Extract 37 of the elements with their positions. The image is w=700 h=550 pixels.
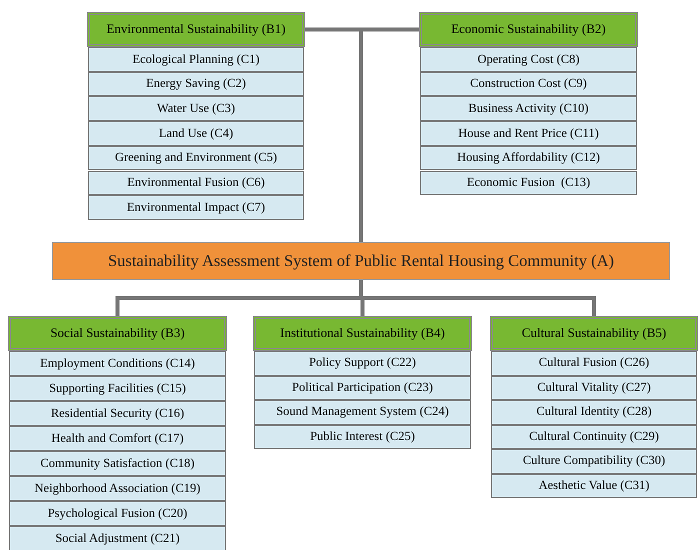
indicator-cell: Construction Cost (C9) — [420, 72, 637, 96]
indicator-cell: Business Activity (C10) — [420, 96, 637, 122]
indicator-cell: Aesthetic Value (C31) — [491, 474, 697, 498]
indicator-cell: Cultural Continuity (C29) — [491, 424, 697, 449]
goal-box: Sustainability Assessment System of Public Rental Housing Community (A) — [52, 242, 670, 280]
indicator-cell: Cultural Identity (C28) — [491, 400, 697, 424]
indicator-cell: Greening and Environment (C5) — [88, 146, 304, 170]
indicator-cell: Policy Support (C22) — [254, 351, 471, 376]
indicator-cell: Environmental Impact (C7) — [88, 195, 304, 220]
indicator-cell: House and Rent Price (C11) — [420, 121, 637, 146]
indicator-cell: Neighborhood Association (C19) — [9, 476, 226, 501]
indicator-cell: Public Interest (C25) — [254, 424, 471, 449]
indicator-cell: Ecological Planning (C1) — [88, 47, 304, 72]
category-header: Economic Sustainability (B2) — [419, 12, 638, 47]
indicator-cell: Water Use (C3) — [88, 96, 304, 122]
indicator-cell: Residential Security (C16) — [9, 401, 226, 426]
indicator-cell: Economic Fusion (C13) — [420, 170, 637, 196]
category-header: Environmental Sustainability (B1) — [87, 12, 305, 47]
indicator-cell: Cultural Vitality (C27) — [491, 376, 697, 400]
indicator-cell: Political Participation (C23) — [254, 376, 471, 400]
indicator-cell: Energy Saving (C2) — [88, 72, 304, 96]
indicator-cell: Supporting Facilities (C15) — [9, 376, 226, 401]
indicator-cell: Housing Affordability (C12) — [420, 146, 637, 170]
indicator-cell: Operating Cost (C8) — [420, 47, 637, 72]
category-header: Social Sustainability (B3) — [8, 316, 227, 351]
category-header: Cultural Sustainability (B5) — [490, 316, 698, 351]
indicator-cell: Cultural Fusion (C26) — [491, 351, 697, 376]
indicator-cell: Social Adjustment (C21) — [9, 526, 226, 550]
indicator-cell: Culture Compatibility (C30) — [491, 449, 697, 474]
indicator-cell: Environmental Fusion (C6) — [88, 170, 304, 196]
indicator-cell: Employment Conditions (C14) — [9, 351, 226, 376]
indicator-cell: Community Satisfaction (C18) — [9, 451, 226, 476]
category-header: Institutional Sustainability (B4) — [253, 316, 472, 351]
indicator-cell: Psychological Fusion (C20) — [9, 501, 226, 526]
indicator-cell: Land Use (C4) — [88, 121, 304, 146]
indicator-cell: Health and Comfort (C17) — [9, 426, 226, 451]
indicator-cell: Sound Management System (C24) — [254, 400, 471, 424]
